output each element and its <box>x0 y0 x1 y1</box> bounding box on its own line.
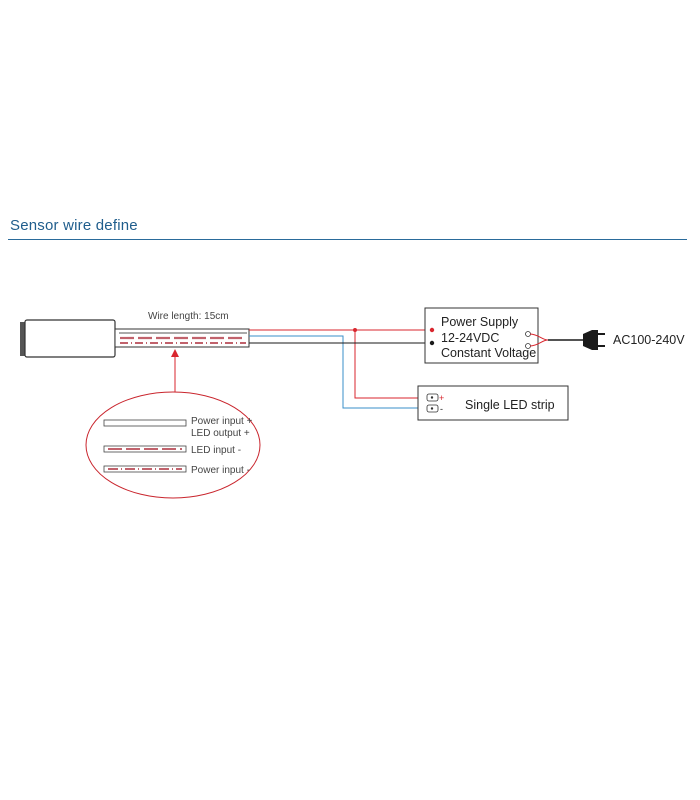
strip-minus-label: - <box>440 404 443 414</box>
power-supply-line1: Power Supply <box>441 315 519 329</box>
legend-led-input-minus: LED input - <box>191 445 241 456</box>
legend-swatch-power-plus <box>103 419 187 427</box>
wire-length-label: Wire length: 15cm <box>148 311 229 322</box>
wire-blue-led <box>249 335 427 409</box>
sensor-body <box>20 319 116 358</box>
ac-voltage-label: AC100-240V <box>613 333 685 347</box>
wire-red-power <box>249 328 430 399</box>
wire-legend: Power input + LED output + LED input - P… <box>85 391 261 499</box>
power-supply-box: Power Supply 12-24VDC Constant Voltage <box>424 307 539 364</box>
sensor-cable <box>114 328 250 348</box>
ac-plug-icon <box>529 330 605 350</box>
power-supply-line3: Constant Voltage <box>441 346 536 360</box>
title-divider <box>8 239 687 240</box>
led-strip-box: + - Single LED strip <box>417 385 569 421</box>
power-supply-line2: 12-24VDC <box>441 331 499 345</box>
legend-power-input-plus: Power input + <box>191 416 253 427</box>
legend-power-input-minus: Power input - <box>191 465 250 476</box>
strip-plus-label: + <box>439 393 444 403</box>
section-title: Sensor wire define <box>10 217 138 234</box>
led-strip-label: Single LED strip <box>465 398 555 412</box>
pointer-arrow <box>171 349 179 392</box>
legend-led-output-plus: LED output + <box>191 428 250 439</box>
